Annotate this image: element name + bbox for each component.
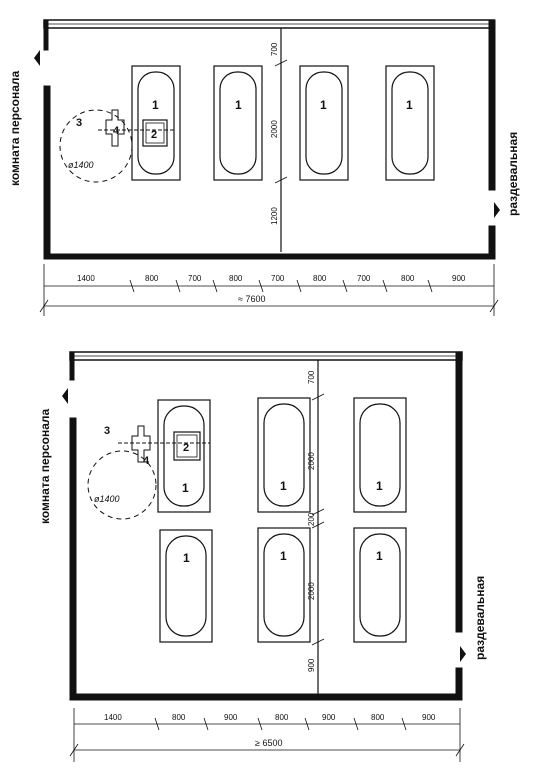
total-dim-label: ≈ 7600 xyxy=(238,294,265,304)
station-number: 2 xyxy=(183,442,189,454)
dim-label: 800 xyxy=(371,713,385,722)
bath-number: 1 xyxy=(280,549,287,563)
plan-1-vertical-dims xyxy=(274,28,288,252)
staff-room-label: комната персонала xyxy=(38,408,52,524)
dim-label: 900 xyxy=(452,274,466,283)
plan-1: 1 1 1 1 2 3 4 ø1400 комната персонала ра… xyxy=(8,19,520,316)
callout-3: 3 xyxy=(104,425,110,437)
bath-unit xyxy=(257,397,311,513)
dim-label: 800 xyxy=(172,713,186,722)
bath-unit xyxy=(299,65,349,181)
plan-2-station xyxy=(87,425,210,520)
bath-unit xyxy=(159,529,213,643)
plan-1-station xyxy=(59,109,176,183)
dim-label: 700 xyxy=(271,274,285,283)
diameter-label: ø1400 xyxy=(94,494,120,504)
bath-number: 1 xyxy=(376,549,383,563)
dim-label: 2000 xyxy=(270,120,279,138)
bath-number: 1 xyxy=(152,98,159,112)
door-arrow-right-icon xyxy=(494,202,500,218)
plan-2: 1 1 1 1 1 1 2 3 4 ø1400 комната персонал… xyxy=(38,351,487,762)
bath-unit xyxy=(257,527,311,643)
dim-label: 800 xyxy=(275,713,289,722)
dim-label: 800 xyxy=(229,274,243,283)
dim-label: 700 xyxy=(307,370,316,384)
bath-unit xyxy=(385,65,435,181)
dim-label: 1400 xyxy=(77,274,95,283)
dim-label: 900 xyxy=(322,713,336,722)
dim-label: 800 xyxy=(145,274,159,283)
bath-unit xyxy=(213,65,263,181)
bath-number: 1 xyxy=(280,479,287,493)
station-number: 2 xyxy=(151,129,157,141)
bath-number: 1 xyxy=(376,479,383,493)
door-arrow-left-icon xyxy=(34,50,40,66)
callout-4: 4 xyxy=(143,455,150,467)
dim-label: 700 xyxy=(188,274,202,283)
dim-label: 200 xyxy=(307,512,316,526)
dim-label: 800 xyxy=(313,274,327,283)
plan-1-horizontal-dims xyxy=(39,264,499,316)
plan-2-walls xyxy=(69,351,463,701)
bath-number: 1 xyxy=(406,98,413,112)
dim-label: 900 xyxy=(307,658,316,672)
bath-number: 1 xyxy=(320,98,327,112)
door-arrow-right-icon xyxy=(460,646,466,662)
bath-number: 1 xyxy=(183,551,190,565)
dim-label: 1400 xyxy=(104,713,122,722)
dim-label: 800 xyxy=(401,274,415,283)
plan-2-horizontal-dims xyxy=(69,708,465,762)
bath-unit xyxy=(157,399,211,513)
staff-room-label: комната персонала xyxy=(8,70,22,186)
changing-room-label: раздевальная xyxy=(473,576,487,660)
plan-2-baths xyxy=(157,397,407,643)
door-arrow-left-icon xyxy=(62,388,68,404)
dim-label: 2000 xyxy=(307,582,316,600)
changing-room-label: раздевальная xyxy=(506,132,520,216)
bath-number: 1 xyxy=(182,481,189,495)
dim-label: 1200 xyxy=(270,207,279,225)
bath-number: 1 xyxy=(235,98,242,112)
dim-label: 900 xyxy=(422,713,436,722)
dim-label: 2000 xyxy=(307,452,316,470)
plan-2-vertical-dims xyxy=(311,360,325,694)
callout-4: 4 xyxy=(113,125,120,137)
plan-1-baths xyxy=(131,65,435,181)
callout-3: 3 xyxy=(76,117,82,129)
bath-unit xyxy=(131,65,181,181)
dim-label: 700 xyxy=(357,274,371,283)
bath-unit xyxy=(353,397,407,513)
dim-label: 900 xyxy=(224,713,238,722)
bath-unit xyxy=(353,527,407,643)
dim-label: 700 xyxy=(270,42,279,56)
total-dim-label: ≥ 6500 xyxy=(255,738,282,748)
plan-1-walls xyxy=(43,19,496,260)
diameter-label: ø1400 xyxy=(68,160,94,170)
